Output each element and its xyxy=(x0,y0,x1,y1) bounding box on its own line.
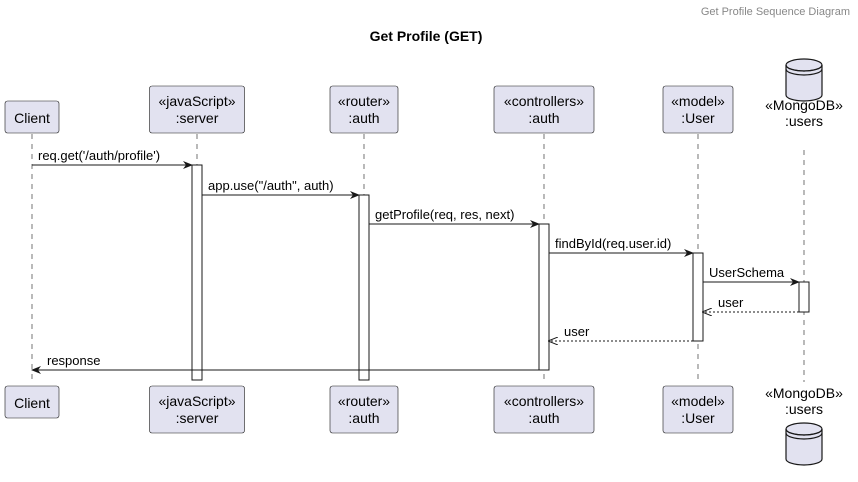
participant-label: «router» xyxy=(338,393,390,409)
participant-box xyxy=(329,85,399,134)
participant-label: :server xyxy=(176,410,219,426)
activation-bar-model xyxy=(692,252,704,342)
participant-router-top: «router»:auth xyxy=(329,85,399,134)
participant-label: «controllers» xyxy=(504,93,584,109)
message-4: findById(req.user.id) xyxy=(549,236,694,257)
participant-label: :auth xyxy=(528,110,559,126)
database-icon xyxy=(785,422,823,466)
participant-box xyxy=(493,385,595,434)
participant-label: :users xyxy=(785,401,823,417)
message-3: getProfile(req, res, next) xyxy=(369,207,540,228)
participant-label: «model» xyxy=(671,93,725,109)
participant-label: «router» xyxy=(338,93,390,109)
participant-box xyxy=(149,85,245,134)
participant-label: :User xyxy=(681,110,715,126)
participant-label: :auth xyxy=(348,410,379,426)
participant-router-bottom: «router»:auth xyxy=(329,385,399,434)
participant-label: «javaScript» xyxy=(158,93,235,109)
participant-label: «MongoDB» xyxy=(765,97,843,113)
activation-bar-router xyxy=(358,194,370,381)
message-6: user xyxy=(703,295,799,312)
participant-client-top: Client xyxy=(4,100,60,134)
database-icon xyxy=(785,58,823,102)
message-2: app.use("/auth", auth) xyxy=(202,178,360,199)
participant-label: :auth xyxy=(528,410,559,426)
participant-model-bottom: «model»:User xyxy=(662,385,734,434)
message-8: response xyxy=(31,353,539,374)
participant-label: Client xyxy=(14,110,50,126)
message-label: req.get('/auth/profile') xyxy=(38,148,160,163)
message-label: user xyxy=(564,324,590,339)
message-label: findById(req.user.id) xyxy=(555,236,671,251)
participant-label: «javaScript» xyxy=(158,393,235,409)
participant-box xyxy=(662,385,734,434)
activation-bar-controllers xyxy=(538,223,550,371)
participant-box xyxy=(662,85,734,134)
participant-controllers-bottom: «controllers»:auth xyxy=(493,385,595,434)
message-7: user xyxy=(549,324,693,341)
participant-db-bottom: «MongoDB»:users xyxy=(765,385,843,466)
diagram-title: Get Profile (GET) xyxy=(370,28,483,44)
participant-label: «MongoDB» xyxy=(765,385,843,401)
participant-box xyxy=(329,385,399,434)
participant-label: :server xyxy=(176,110,219,126)
diagram-header-caption: Get Profile Sequence Diagram xyxy=(701,6,850,18)
participant-model-top: «model»:User xyxy=(662,85,734,134)
participant-box xyxy=(149,385,245,434)
participant-label: «controllers» xyxy=(504,393,584,409)
message-5: UserSchema xyxy=(703,265,800,286)
message-label: response xyxy=(47,353,100,368)
participant-box xyxy=(493,85,595,134)
participant-label: Client xyxy=(14,395,50,411)
participant-label: «model» xyxy=(671,393,725,409)
message-label: user xyxy=(718,295,744,310)
message-label: getProfile(req, res, next) xyxy=(375,207,514,222)
participant-box xyxy=(4,385,60,419)
participant-server-bottom: «javaScript»:server xyxy=(149,385,245,434)
message-label: UserSchema xyxy=(709,265,785,280)
participant-controllers-top: «controllers»:auth xyxy=(493,85,595,134)
participant-box xyxy=(4,100,60,134)
participant-client-bottom: Client xyxy=(4,385,60,419)
activation-bar-db xyxy=(798,281,810,313)
participant-label: :users xyxy=(785,113,823,129)
message-label: app.use("/auth", auth) xyxy=(208,178,334,193)
participant-server-top: «javaScript»:server xyxy=(149,85,245,134)
message-1: req.get('/auth/profile') xyxy=(32,148,193,169)
participant-label: :User xyxy=(681,410,715,426)
participant-db-top: «MongoDB»:users xyxy=(765,58,843,129)
activation-bar-server xyxy=(191,164,203,381)
participant-label: :auth xyxy=(348,110,379,126)
